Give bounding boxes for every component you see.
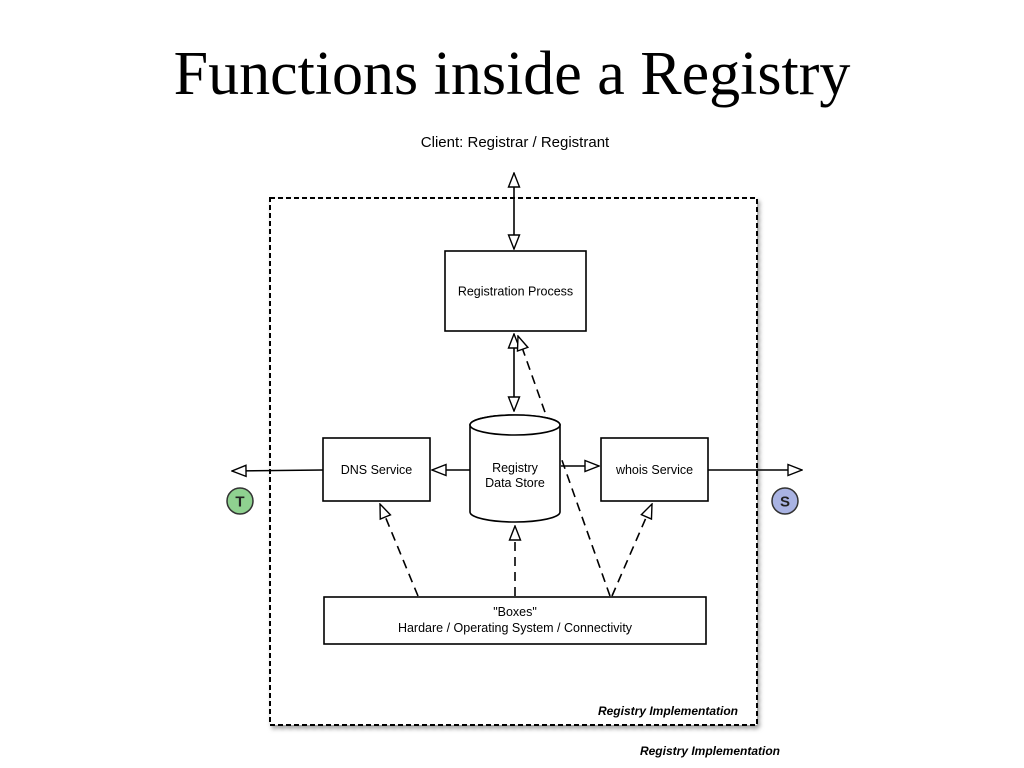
boxes-label-line2: Hardare / Operating System / Connectivit… (398, 621, 633, 635)
boxes-box (323, 596, 707, 645)
data-store-cylinder-top (469, 414, 561, 436)
terminal-t-badge: T (226, 487, 254, 515)
terminal-s-circle (771, 487, 799, 515)
boxes-to-dns-dashed-arrow (379, 504, 419, 597)
diagram-caption: Registry Implementation (640, 744, 780, 758)
registry-data-store-node: Registry Data Store (469, 414, 561, 523)
terminal-t-letter: T (235, 494, 244, 511)
container-label: Registry Implementation (598, 704, 738, 718)
registration-process-label: Registration Process (458, 285, 573, 299)
registration-process-box (444, 250, 587, 332)
dns-service-node: DNS Service (322, 437, 431, 502)
terminal-s-badge: S (771, 487, 799, 515)
whois-service-label: whois Service (615, 463, 693, 477)
dns-outbound-arrow (232, 470, 324, 471)
terminal-s-letter: S (780, 494, 790, 511)
data-store-label-line1: Registry (492, 461, 539, 475)
dns-service-box (322, 437, 431, 502)
terminal-t-circle (226, 487, 254, 515)
dns-service-label: DNS Service (341, 463, 413, 477)
boxes-node: "Boxes" Hardare / Operating System / Con… (323, 596, 707, 645)
data-store-label-line2: Data Store (485, 476, 545, 490)
client-label: Client: Registrar / Registrant (421, 134, 610, 151)
boxes-to-whois-dashed-arrow (611, 504, 652, 597)
boxes-label-line1: "Boxes" (493, 605, 537, 619)
whois-service-node: whois Service (600, 437, 709, 502)
registration-process-node: Registration Process (444, 250, 587, 332)
slide-title: Functions inside a Registry (174, 40, 851, 108)
